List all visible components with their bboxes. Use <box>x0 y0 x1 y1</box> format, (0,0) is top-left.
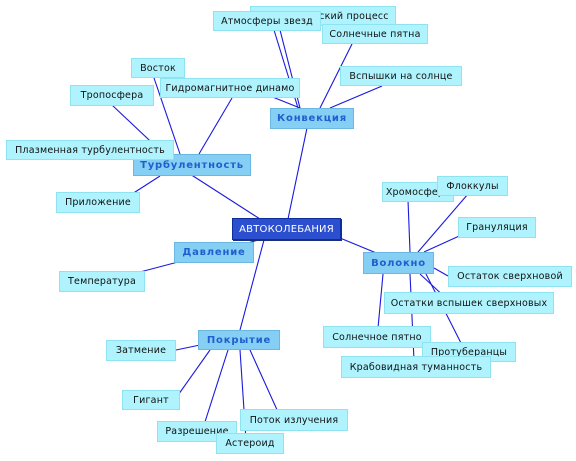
leaf-plasma-turbulence[interactable]: Плазменная турбулентность <box>6 140 174 160</box>
leaf-radiation-flow[interactable]: Поток излучения <box>240 409 348 431</box>
branch-fiber[interactable]: Волокно <box>363 252 434 274</box>
leaf-crab-nebula[interactable]: Крабовидная туманность <box>341 356 491 378</box>
leaf-stellar-atmospheres[interactable]: Атмосферы звезд <box>213 11 321 31</box>
leaf-application[interactable]: Приложение <box>56 192 140 213</box>
leaf-troposphere[interactable]: Тропосфера <box>70 85 154 106</box>
leaf-giant[interactable]: Гигант <box>122 390 180 410</box>
leaf-solar-flares[interactable]: Вспышки на солнце <box>340 66 462 86</box>
leaf-granulation[interactable]: Грануляция <box>458 217 536 238</box>
leaf-temperature[interactable]: Температура <box>59 271 145 292</box>
leaf-floccules[interactable]: Флоккулы <box>437 176 508 196</box>
branch-pressure[interactable]: Давление <box>174 242 254 263</box>
leaf-sunspots[interactable]: Солнечные пятна <box>322 24 428 44</box>
leaf-sunspot[interactable]: Солнечное пятно <box>323 326 431 348</box>
leaf-east[interactable]: Восток <box>131 58 185 78</box>
branch-convection[interactable]: Конвекция <box>270 108 354 129</box>
leaf-supernova-remnant[interactable]: Остаток сверхновой <box>448 266 572 287</box>
root-node[interactable]: АВТОКОЛЕБАНИЯ <box>232 218 341 240</box>
leaf-supernova-flare-remnants[interactable]: Остатки вспышек сверхновых <box>384 292 554 314</box>
leaf-asteroid[interactable]: Астероид <box>216 433 284 454</box>
leaf-eclipse[interactable]: Затмение <box>106 340 176 361</box>
branch-coverage[interactable]: Покрытие <box>198 330 280 350</box>
leaf-hydromagnetic-dynamo[interactable]: Гидромагнитное динамо <box>160 78 300 98</box>
